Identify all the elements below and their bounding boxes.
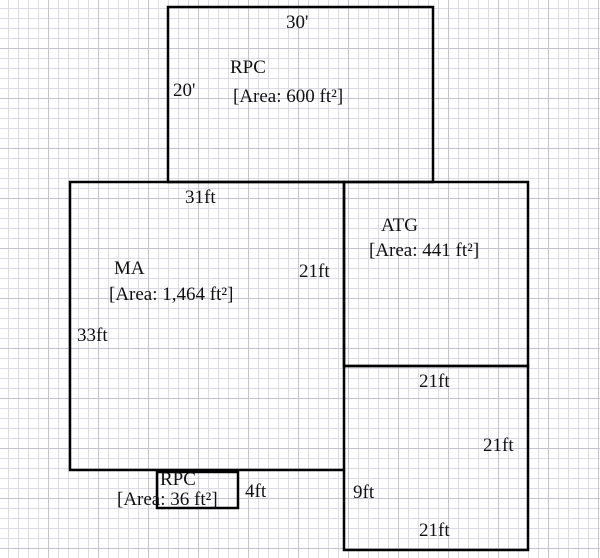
lower-right-left-label: 9ft bbox=[353, 482, 375, 503]
ma-height-label: 33ft bbox=[77, 325, 108, 346]
rpc-small-dim-label: 4ft bbox=[245, 481, 267, 502]
rpc-small-area: [Area: 36 ft²] bbox=[117, 489, 218, 510]
rpc-top-width-label: 30' bbox=[286, 12, 309, 33]
ma-width-label: 31ft bbox=[185, 187, 216, 208]
ma-area: [Area: 1,464 ft²] bbox=[109, 284, 234, 305]
rpc-top-height-label: 20' bbox=[173, 80, 196, 101]
lower-right-outline[interactable] bbox=[342, 364, 530, 552]
atg-room-outline[interactable] bbox=[342, 180, 530, 368]
ma-name: MA bbox=[114, 258, 145, 279]
ma-room-outline[interactable] bbox=[68, 180, 346, 472]
ma-right-label: 21ft bbox=[299, 261, 330, 282]
atg-name: ATG bbox=[381, 215, 418, 236]
rpc-small-room-outline[interactable] bbox=[155, 470, 240, 510]
atg-area: [Area: 441 ft²] bbox=[369, 240, 480, 261]
lower-right-height-label: 21ft bbox=[483, 435, 514, 456]
lower-right-bottom-label: 21ft bbox=[419, 520, 450, 541]
rpc-small-name: RPC bbox=[160, 469, 196, 490]
rpc-top-name: RPC bbox=[230, 57, 266, 78]
rpc-top-area: [Area: 600 ft²] bbox=[233, 86, 344, 107]
atg-bottom-label: 21ft bbox=[419, 371, 450, 392]
